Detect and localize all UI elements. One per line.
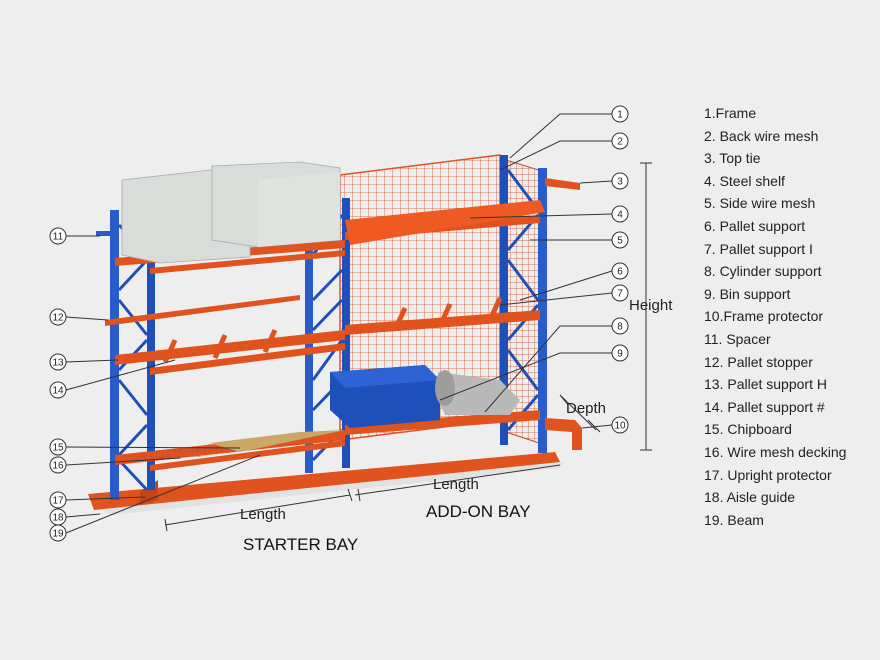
legend-item: 14. Pallet support # xyxy=(704,396,846,419)
callout-14: 14 xyxy=(50,382,66,398)
svg-text:11: 11 xyxy=(53,232,64,243)
callout-1: 1 xyxy=(612,106,628,122)
height-dimension: Height xyxy=(629,163,673,450)
svg-text:6: 6 xyxy=(617,267,623,278)
callout-5: 5 xyxy=(612,232,628,248)
callout-18: 18 xyxy=(50,509,66,525)
legend-item: 17. Upright protector xyxy=(704,464,846,487)
starter-bay-label: STARTER BAY xyxy=(243,535,358,554)
legend-item: 5. Side wire mesh xyxy=(704,192,846,215)
svg-text:4: 4 xyxy=(617,210,623,221)
frame-protector xyxy=(545,418,582,450)
legend-item: 3. Top tie xyxy=(704,147,846,170)
svg-text:17: 17 xyxy=(52,496,64,507)
svg-text:16: 16 xyxy=(52,461,64,472)
legend-item: 1.Frame xyxy=(704,102,846,125)
svg-text:7: 7 xyxy=(617,289,623,300)
svg-text:12: 12 xyxy=(52,313,64,324)
svg-text:18: 18 xyxy=(52,513,64,524)
svg-text:19: 19 xyxy=(52,529,64,540)
legend-item: 10.Frame protector xyxy=(704,305,846,328)
legend-item: 2. Back wire mesh xyxy=(704,125,846,148)
callout-7: 7 xyxy=(612,285,628,301)
svg-text:Length: Length xyxy=(240,506,286,523)
svg-text:8: 8 xyxy=(617,322,623,333)
callout-4: 4 xyxy=(612,206,628,222)
svg-text:9: 9 xyxy=(617,349,623,360)
legend-item: 12. Pallet stopper xyxy=(704,351,846,374)
svg-text:3: 3 xyxy=(617,177,623,188)
callout-15: 15 xyxy=(50,439,66,455)
callout-2: 2 xyxy=(612,133,628,149)
callout-17: 17 xyxy=(50,492,66,508)
callout-12: 12 xyxy=(50,309,66,325)
svg-text:2: 2 xyxy=(617,137,623,148)
callout-16: 16 xyxy=(50,457,66,473)
svg-text:10: 10 xyxy=(614,421,626,432)
callout-10: 10 xyxy=(612,417,628,433)
legend-item: 9. Bin support xyxy=(704,283,846,306)
svg-text:14: 14 xyxy=(52,386,64,397)
svg-text:Height: Height xyxy=(629,297,673,314)
svg-text:1: 1 xyxy=(617,110,623,121)
svg-text:Length: Length xyxy=(433,476,479,493)
legend-item: 6. Pallet support xyxy=(704,215,846,238)
callout-13: 13 xyxy=(50,354,66,370)
callout-19: 19 xyxy=(50,525,66,541)
callout-6: 6 xyxy=(612,263,628,279)
svg-text:Depth: Depth xyxy=(566,400,606,417)
legend-item: 8. Cylinder support xyxy=(704,260,846,283)
svg-text:15: 15 xyxy=(52,443,64,454)
legend-item: 13. Pallet support H xyxy=(704,373,846,396)
legend-item: 19. Beam xyxy=(704,509,846,532)
legend-item: 18. Aisle guide xyxy=(704,486,846,509)
spacer xyxy=(96,231,111,236)
legend-item: 7. Pallet support I xyxy=(704,238,846,261)
callout-9: 9 xyxy=(612,345,628,361)
pallet-stopper xyxy=(105,295,300,326)
legend-item: 4. Steel shelf xyxy=(704,170,846,193)
component-legend: 1.Frame 2. Back wire mesh 3. Top tie 4. … xyxy=(704,102,846,531)
top-tie xyxy=(545,178,580,190)
callout-3: 3 xyxy=(612,173,628,189)
legend-item: 11. Spacer xyxy=(704,328,846,351)
callout-8: 8 xyxy=(612,318,628,334)
legend-item: 16. Wire mesh decking xyxy=(704,441,846,464)
svg-text:5: 5 xyxy=(617,236,623,247)
steel-bin xyxy=(330,365,440,428)
addon-bay-label: ADD-ON BAY xyxy=(426,502,531,521)
legend-item: 15. Chipboard xyxy=(704,418,846,441)
callout-11: 11 xyxy=(50,228,66,244)
svg-text:13: 13 xyxy=(52,358,64,369)
